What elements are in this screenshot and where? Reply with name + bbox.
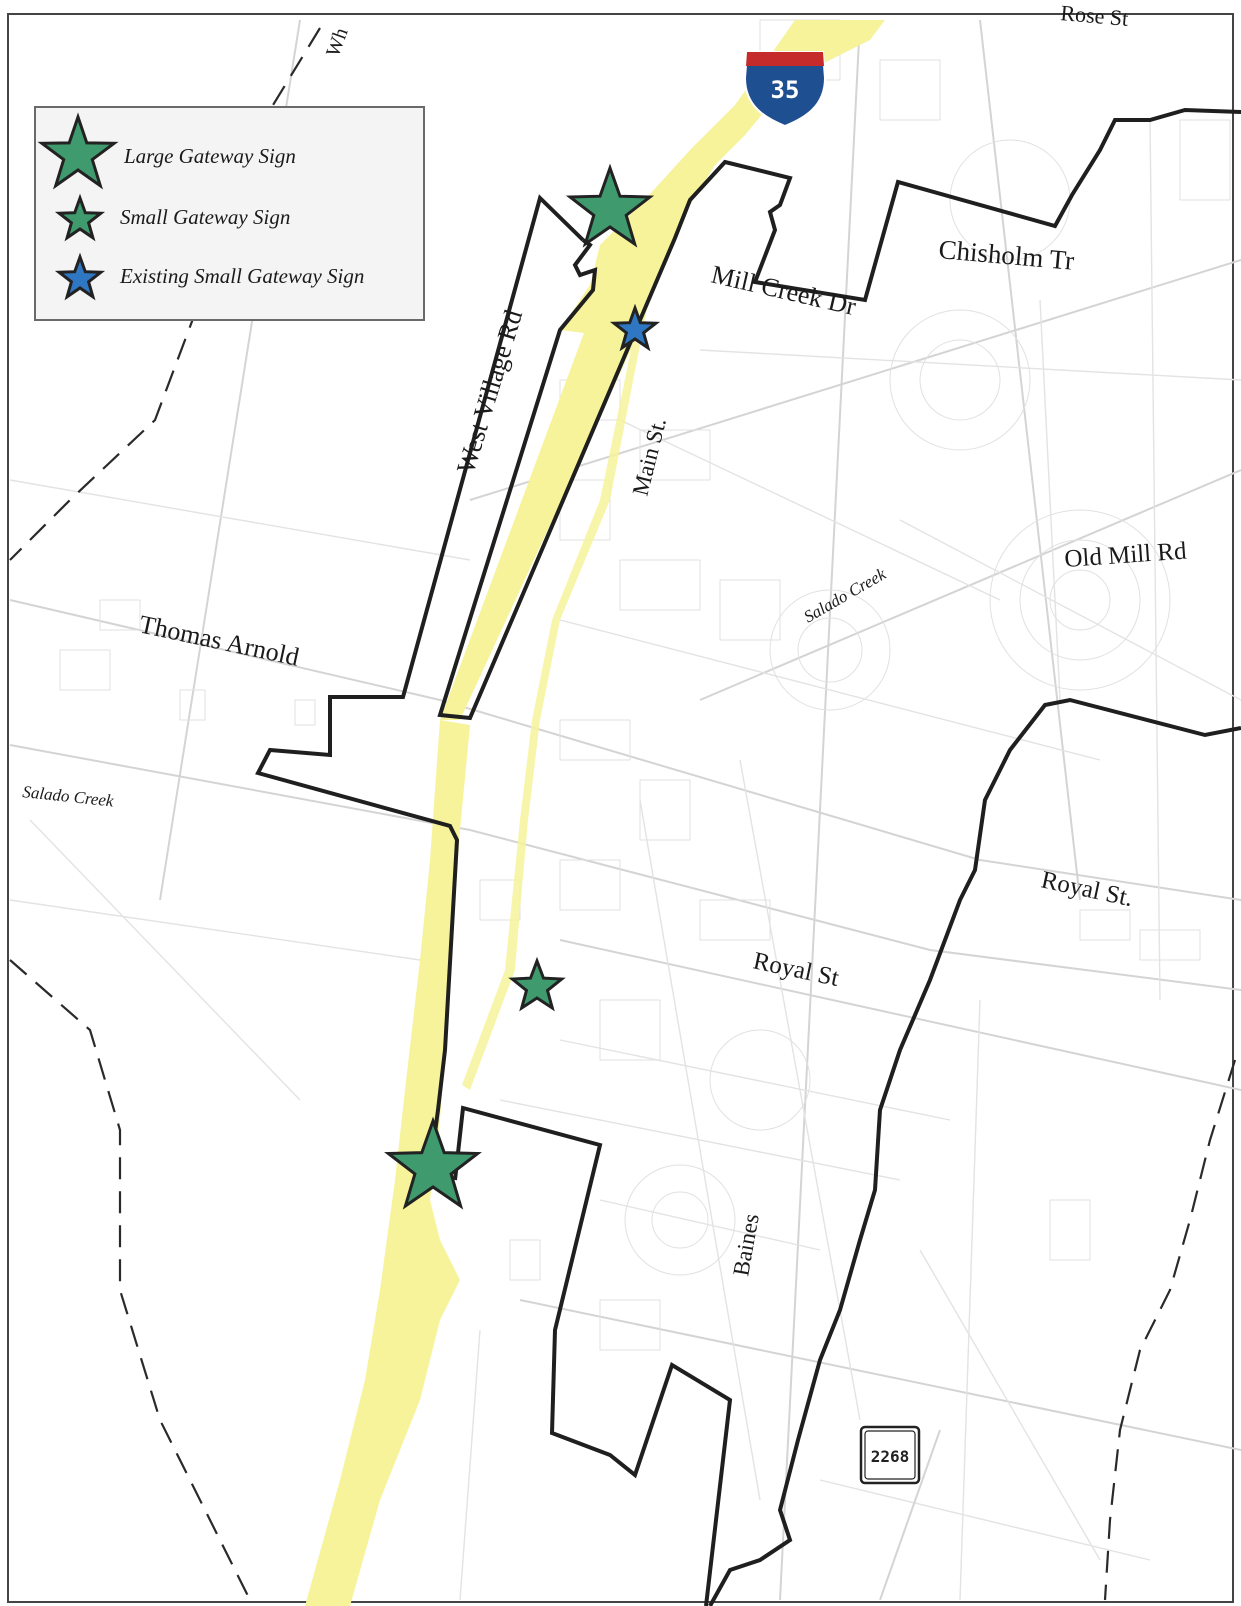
interstate-35-number: 35 — [771, 76, 800, 104]
i35-corridor — [305, 20, 885, 1606]
extraterritorial-boundary — [9, 27, 1237, 1601]
small-star-icon — [54, 193, 106, 242]
large-gateway-sign-south[interactable] — [384, 1116, 482, 1210]
existing-small-gateway-sign-main-st[interactable] — [609, 303, 661, 352]
fm-2268-number: 2268 — [871, 1447, 910, 1466]
street-label-rose-st: Rose St — [1060, 0, 1130, 31]
district-boundaries — [255, 107, 1241, 1606]
legend: Large Gateway Sign Small Gateway Sign Ex… — [34, 106, 425, 321]
legend-label-large: Large Gateway Sign — [123, 144, 296, 168]
small-gateway-sign-royal-st[interactable] — [508, 956, 566, 1012]
gateway-signs — [384, 163, 661, 1210]
legend-label-small: Small Gateway Sign — [120, 205, 290, 229]
fm-2268-shield: 2268 — [859, 1425, 921, 1485]
large-star-icon — [37, 112, 119, 190]
legend-label-existing: Existing Small Gateway Sign — [119, 264, 364, 288]
large-gateway-sign-north[interactable] — [565, 163, 655, 248]
interstate-35-shield: 35 — [743, 51, 827, 128]
existing-star-icon — [54, 252, 106, 301]
